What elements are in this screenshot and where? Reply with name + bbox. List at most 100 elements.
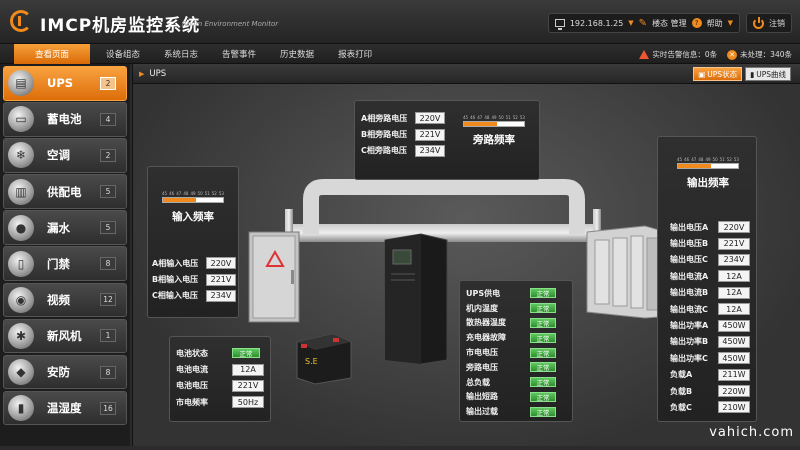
admin-menu[interactable]: 楼态 管理 — [652, 18, 687, 28]
key-icon: ✎ — [638, 17, 648, 29]
row-label: 输出电压C — [670, 255, 708, 265]
scale-tick-label: 50 — [197, 191, 203, 196]
status-row: UPS供电 正常 — [466, 286, 556, 301]
ups-curve-button[interactable]: ▮UPS曲线 — [745, 67, 791, 81]
air-conditioner-icon: ❄ — [8, 142, 34, 169]
scale-tick-label: 49 — [190, 191, 196, 196]
ups-status-panel: UPS供电 正常机内温度 正常散热器温度 正常充电器故障 正常市电电压 正常旁路… — [459, 280, 573, 422]
sidebar-item[interactable]: ❄ 空调 2 — [3, 138, 127, 173]
sidebar-item-count: 2 — [100, 76, 116, 90]
door-access-icon: ▯ — [8, 250, 34, 277]
data-row: 输出电压B 221V — [670, 235, 750, 251]
sidebar-item-label: 视频 — [47, 292, 70, 307]
row-value: 450W — [718, 335, 750, 348]
sidebar-item[interactable]: ▮ 温湿度 16 — [3, 390, 127, 426]
data-row: A相旁路电压 220V — [361, 110, 445, 126]
sidebar-item-count: 5 — [100, 221, 116, 235]
data-row: 输出电流C 12A — [670, 301, 750, 317]
logout-button[interactable]: 注销 — [746, 13, 792, 33]
row-label: 输出功率A — [670, 321, 709, 331]
scale-tick-label: 49 — [705, 157, 711, 162]
fan-icon: ✱ — [8, 322, 34, 349]
row-label: 输出功率C — [670, 353, 708, 363]
status-label: 市电电压 — [466, 348, 498, 358]
scale-tick-label: 52 — [512, 115, 518, 120]
sidebar-item[interactable]: ◆ 安防 8 — [3, 354, 127, 390]
battery-device: S.E — [296, 333, 352, 385]
data-row: C相旁路电压 234V — [361, 143, 445, 159]
unhandled-alarm[interactable]: ✕未处理：340条 — [727, 49, 792, 60]
row-value: 220V — [415, 112, 445, 125]
status-label: 旁路电压 — [466, 362, 498, 372]
sidebar-item[interactable]: ● 漏水 5 — [3, 210, 127, 245]
row-value: 12A — [718, 270, 750, 283]
bypass-title: 旁路频率 — [473, 134, 515, 146]
sidebar-item[interactable]: ▯ 门禁 8 — [3, 246, 127, 282]
sidebar-item-label: 空调 — [47, 148, 70, 163]
sidebar-item-label: 安防 — [47, 365, 70, 380]
sidebar-item-label: 蓄电池 — [47, 112, 82, 127]
data-row: 负载A 211W — [670, 367, 750, 383]
row-value: 12A — [718, 286, 750, 299]
tab-log[interactable]: 系统日志 — [164, 50, 199, 60]
tab-config[interactable]: 设备组态 — [106, 50, 141, 60]
data-row: C相输入电压 234V — [152, 288, 236, 304]
row-value: 234V — [206, 289, 236, 302]
realtime-alarm[interactable]: 实时告警信息：0条 — [639, 49, 717, 60]
row-value: 210W — [718, 401, 750, 414]
logout-label: 注销 — [769, 18, 785, 28]
data-row: 输出电压A 220V — [670, 219, 750, 235]
row-label: 电池状态 — [176, 348, 208, 358]
power-icon — [753, 16, 764, 29]
data-row: 输出电流B 12A — [670, 285, 750, 301]
row-label: B相输入电压 — [152, 275, 199, 285]
row-value: 234V — [415, 144, 445, 157]
scale-tick-label: 47 — [176, 191, 182, 196]
row-label: C相输入电压 — [152, 291, 198, 301]
sidebar-item-count: 8 — [100, 257, 116, 271]
row-label: 输出电流C — [670, 304, 708, 314]
tab-history[interactable]: 历史数据 — [280, 50, 315, 60]
scale-tick-label: 51 — [719, 157, 725, 162]
data-row: 电池电压 221V — [176, 378, 264, 394]
chevron-down-icon: ▼ — [628, 19, 634, 27]
status-label: 输出过载 — [466, 407, 498, 417]
tab-report[interactable]: 报表打印 — [338, 50, 373, 60]
sidebar-item[interactable]: ✱ 新风机 1 — [3, 318, 127, 354]
status-badge: 正常 — [530, 391, 556, 402]
output-bar — [677, 163, 739, 169]
row-value: 正常 — [232, 348, 260, 359]
status-row: 旁路电压 正常 — [466, 360, 556, 375]
tab-view[interactable]: 查看页面 — [14, 44, 90, 64]
row-value: 450W — [718, 352, 750, 365]
input-bar — [162, 197, 224, 203]
status-badge: 正常 — [530, 362, 556, 373]
sidebar-item[interactable]: ▭ 蓄电池 4 — [3, 102, 127, 137]
row-label: 负载A — [670, 370, 693, 380]
scale-tick-label: 45 — [463, 115, 469, 120]
help-menu[interactable]: 帮助 — [706, 18, 723, 28]
row-label: 输出功率B — [670, 337, 709, 347]
tab-alarm[interactable]: 告警事件 — [222, 50, 257, 60]
row-value: 220W — [718, 385, 750, 398]
status-badge: 正常 — [530, 332, 556, 343]
ip-selector[interactable]: 192.168.1.25 ▼ ✎ 楼态 管理 ? 帮助 ▼ — [547, 13, 740, 33]
battery-brand: S.E — [305, 357, 318, 366]
sidebar-item[interactable]: ▥ 供配电 5 — [3, 174, 127, 209]
input-title: 输入频率 — [172, 211, 214, 223]
sidebar-item-label: 温湿度 — [47, 401, 82, 416]
row-label: 输出电压B — [670, 239, 709, 249]
breadcrumb: ▶ UPS ▣UPS状态 ▮UPS曲线 — [133, 64, 800, 84]
sidebar-item[interactable]: ▤ UPS 2 — [3, 66, 127, 101]
data-row: 输出功率A 450W — [670, 317, 750, 333]
sidebar-item[interactable]: ◉ 视频 12 — [3, 282, 127, 318]
status-row: 散热器温度 正常 — [466, 316, 556, 331]
status-row: 输出短路 正常 — [466, 390, 556, 405]
sidebar-item-label: 新风机 — [47, 328, 82, 343]
data-row: 输出电压C 234V — [670, 252, 750, 268]
ups-status-button[interactable]: ▣UPS状态 — [693, 67, 743, 81]
row-label: 电池电压 — [176, 381, 208, 391]
row-label: 负载B — [670, 386, 693, 396]
